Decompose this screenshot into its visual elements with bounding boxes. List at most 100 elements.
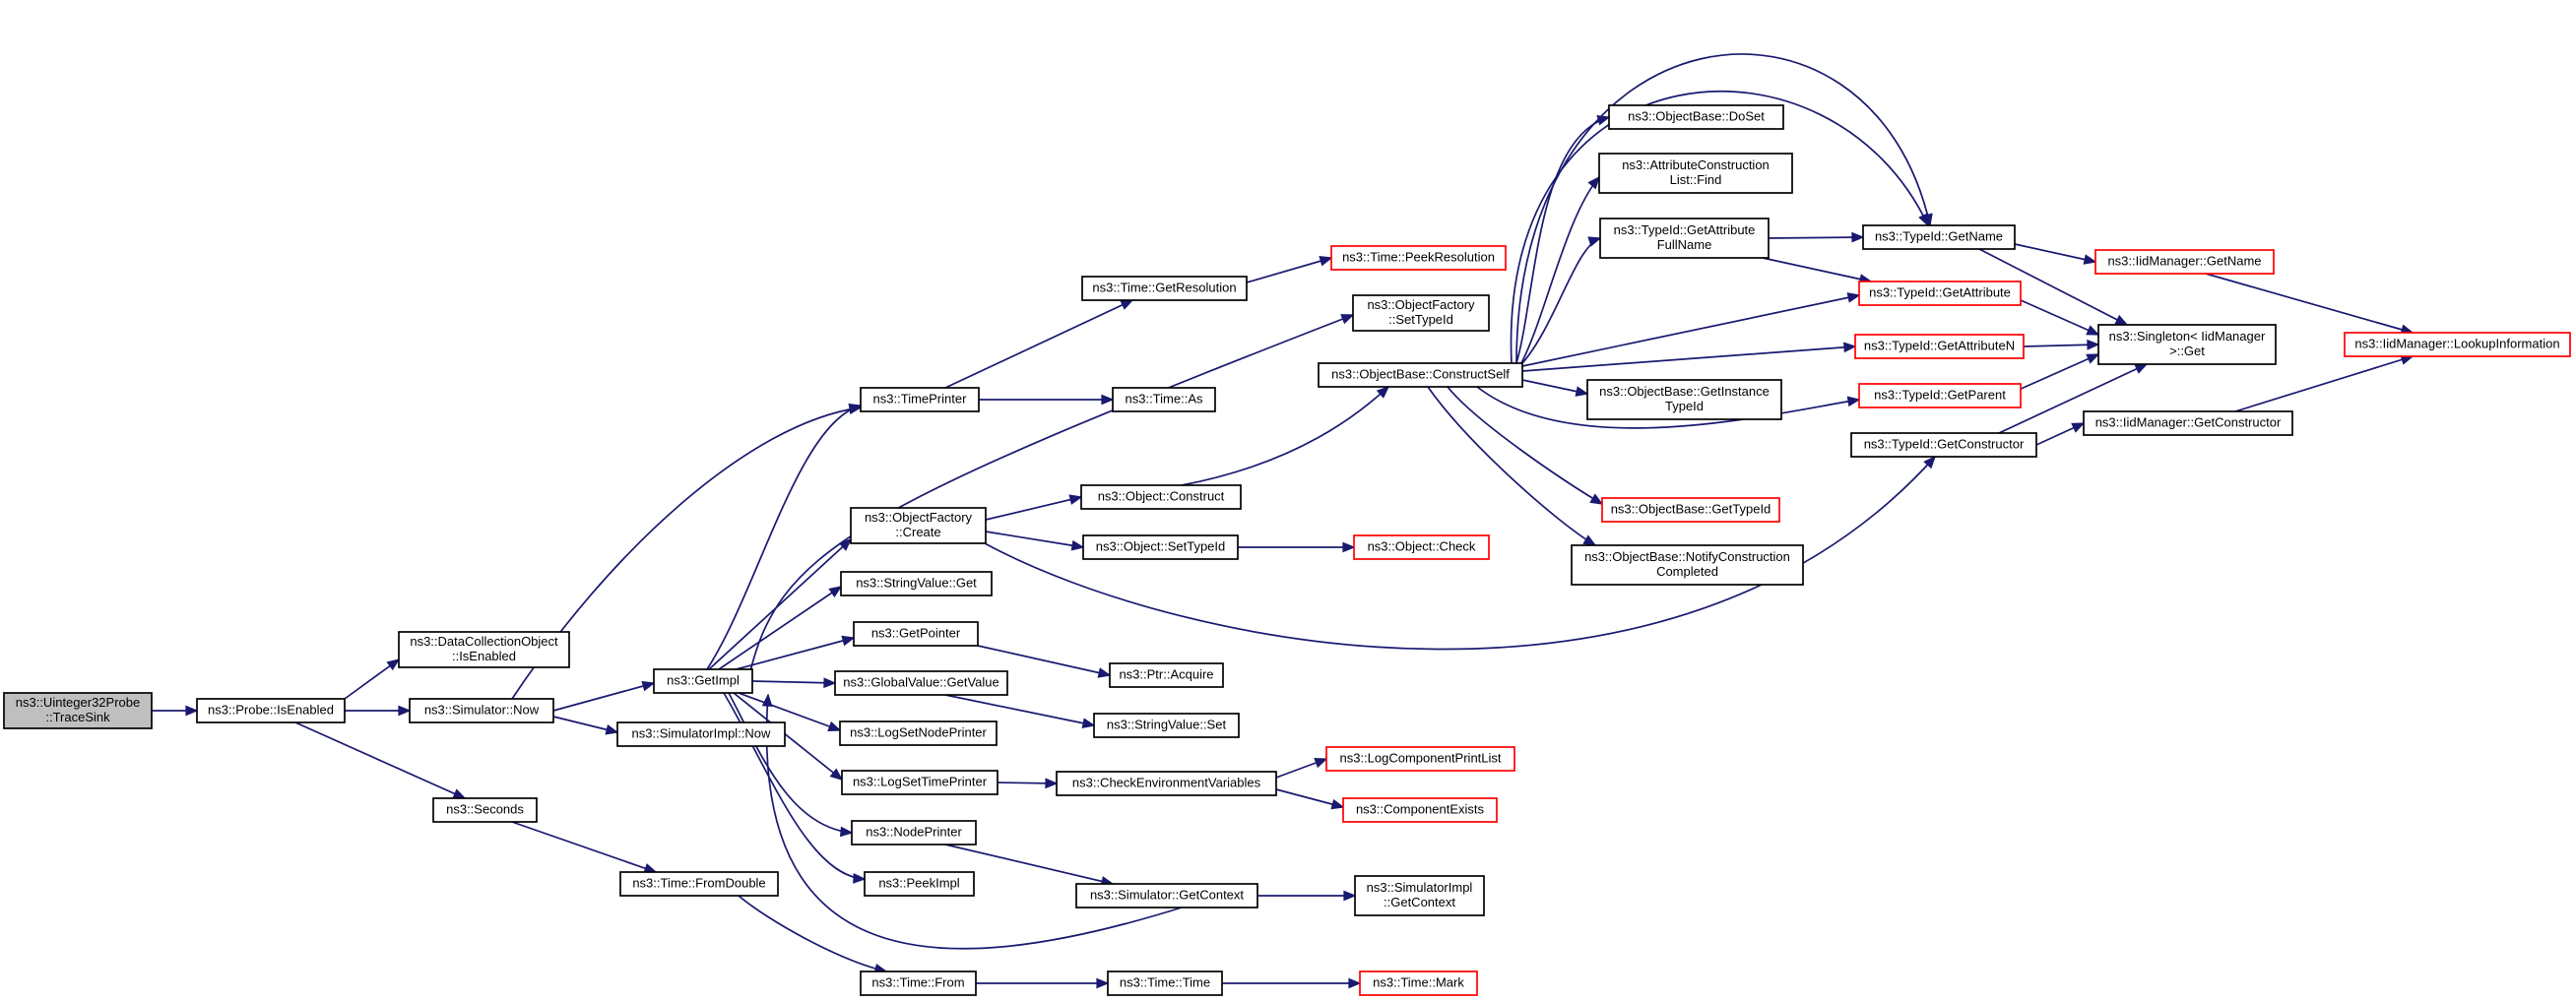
edge-probe_isenabled-sim_now: [345, 705, 412, 717]
node-iidmanager-getname[interactable]: ns3::IidManager::GetName: [2094, 249, 2275, 275]
node-object-settypeid[interactable]: ns3::Object::SetTypeId: [1082, 534, 1239, 560]
node-label: ns3::StringValue::Set: [1107, 718, 1227, 732]
node-getpointer[interactable]: ns3::GetPointer: [853, 621, 979, 647]
node-object-check[interactable]: ns3::Object::Check: [1353, 534, 1490, 560]
node-label: ns3::ComponentExists: [1356, 802, 1485, 817]
edge-probe_isenabled-dco_isenabled: [344, 658, 401, 700]
node-root[interactable]: ns3::Uinteger32Probe::TraceSink: [3, 692, 153, 729]
node-label: ns3::Simulator::GetContext: [1090, 888, 1244, 903]
node-singleton-get[interactable]: ns3::Singleton< IidManager >::Get: [2097, 324, 2277, 365]
node-iidmanager-getconstructor[interactable]: ns3::IidManager::GetConstructor: [2083, 410, 2293, 436]
edge-root-probe_isenabled: [152, 705, 199, 717]
node-of-create[interactable]: ns3::ObjectFactory::Create: [850, 507, 987, 544]
node-seconds[interactable]: ns3::Seconds: [432, 797, 538, 823]
node-box: [1854, 334, 2025, 359]
edge-typeid_getconstructor-iidmanager_getconstructor: [2035, 422, 2086, 446]
node-typeid-getattributen[interactable]: ns3::TypeId::GetAttributeN: [1854, 334, 2025, 359]
node-typeid-getname[interactable]: ns3::TypeId::GetName: [1862, 224, 2016, 250]
node-label: ns3::StringValue::Get: [856, 576, 977, 591]
edge-ob_constructself-typeid_getattrfullname: [1521, 236, 1602, 364]
node-sim-getcontext[interactable]: ns3::Simulator::GetContext: [1075, 883, 1258, 908]
node-stringvalue-get[interactable]: ns3::StringValue::Get: [840, 571, 993, 596]
node-label: FullName: [1657, 237, 1712, 252]
edge-checkenv-logcomponentprintlist: [1275, 757, 1328, 779]
node-ob-notifyconstruction[interactable]: ns3::ObjectBase::NotifyConstructionCompl…: [1571, 544, 1804, 586]
node-ob-constructself[interactable]: ns3::ObjectBase::ConstructSelf: [1318, 362, 1523, 388]
node-label: ns3::Uinteger32Probe: [16, 695, 140, 710]
node-box: [1354, 875, 1485, 916]
node-iidmanager-lookup[interactable]: ns3::IidManager::LookupInformation: [2344, 332, 2571, 357]
node-timeprinter[interactable]: ns3::TimePrinter: [860, 387, 980, 412]
node-typeid-getparent[interactable]: ns3::TypeId::GetParent: [1858, 383, 2022, 408]
node-label: ns3::TypeId::GetAttributeN: [1864, 339, 2015, 353]
node-nodeprinter[interactable]: ns3::NodePrinter: [851, 820, 977, 845]
node-logsettimeprinter[interactable]: ns3::LogSetTimePrinter: [841, 770, 998, 795]
node-label: ns3::LogSetTimePrinter: [853, 775, 988, 789]
node-dco-isenabled[interactable]: ns3::DataCollectionObject::IsEnabled: [398, 631, 570, 668]
node-object-construct[interactable]: ns3::Object::Construct: [1080, 484, 1242, 510]
node-label: ns3::ObjectFactory: [865, 510, 973, 525]
node-time-peekresolution[interactable]: ns3::Time::PeekResolution: [1330, 245, 1507, 271]
edge-typeid_getconstructor-singleton_get: [1998, 363, 2149, 434]
node-probe-isenabled[interactable]: ns3::Probe::IsEnabled: [196, 698, 346, 723]
node-label: ::IsEnabled: [452, 649, 516, 663]
edge-timeprinter-time_as: [979, 394, 1115, 406]
node-box: [619, 871, 779, 897]
node-typeid-getattribute[interactable]: ns3::TypeId::GetAttribute: [1858, 281, 2022, 306]
node-time-from[interactable]: ns3::Time::From: [860, 971, 977, 996]
node-label: ns3::Ptr::Acquire: [1119, 667, 1213, 682]
node-box: [2094, 249, 2275, 275]
edge-ob_constructself-acl_find: [1520, 175, 1601, 364]
node-time-mark[interactable]: ns3::Time::Mark: [1359, 971, 1478, 996]
edge-sim_getcontext-getimpl: [761, 693, 1183, 950]
node-time-time[interactable]: ns3::Time::Time: [1107, 971, 1223, 996]
edge-sim_getcontext-simimpl_getcontext: [1257, 890, 1357, 902]
edge-time_from-time_time: [976, 977, 1110, 989]
node-ob-gettypeid[interactable]: ns3::ObjectBase::GetTypeId: [1601, 497, 1780, 523]
node-time-as[interactable]: ns3::Time::As: [1112, 387, 1216, 412]
edge-getimpl-stringvalue_get: [718, 586, 843, 670]
node-checkenv[interactable]: ns3::CheckEnvironmentVariables: [1056, 771, 1277, 796]
node-typeid-getconstructor[interactable]: ns3::TypeId::GetConstructor: [1850, 432, 2037, 458]
edge-typeid_getattribute-singleton_get: [2020, 299, 2100, 336]
edge-ob_constructself-typeid_getparent: [1476, 386, 1861, 429]
node-label: ns3::Time::GetResolution: [1092, 281, 1236, 295]
node-label: ns3::Seconds: [446, 802, 524, 817]
node-logcomponentprintlist[interactable]: ns3::LogComponentPrintList: [1325, 746, 1515, 772]
node-sim-now[interactable]: ns3::Simulator::Now: [409, 698, 554, 723]
node-logsetnodeprinter[interactable]: ns3::LogSetNodePrinter: [839, 720, 998, 746]
node-label: ::GetContext: [1384, 895, 1455, 909]
node-label: ns3::IidManager::LookupInformation: [2354, 337, 2559, 351]
node-label: ns3::ObjectBase::ConstructSelf: [1331, 367, 1510, 382]
node-peekimpl[interactable]: ns3::PeekImpl: [864, 871, 975, 897]
node-componentexists[interactable]: ns3::ComponentExists: [1342, 797, 1498, 823]
node-box: [834, 670, 1008, 696]
node-gv-getvalue[interactable]: ns3::GlobalValue::GetValue: [834, 670, 1008, 696]
edge-ob_constructself-typeid_getname: [1510, 90, 1929, 364]
edge-ob_constructself-typeid_getname: [1515, 53, 1933, 364]
node-label: ns3::IidManager::GetConstructor: [2095, 415, 2282, 430]
node-simimpl-getcontext[interactable]: ns3::SimulatorImpl::GetContext: [1354, 875, 1485, 916]
node-ptr-acquire[interactable]: ns3::Ptr::Acquire: [1109, 662, 1224, 688]
node-box: [1112, 387, 1216, 412]
node-time-fromdouble[interactable]: ns3::Time::FromDouble: [619, 871, 779, 897]
node-box: [850, 507, 987, 544]
node-stringvalue-set[interactable]: ns3::StringValue::Set: [1093, 713, 1240, 738]
node-box: [398, 631, 570, 668]
edge-ob_constructself-typeid_getattribute: [1521, 292, 1861, 367]
node-of-settypeid[interactable]: ns3::ObjectFactory::SetTypeId: [1352, 294, 1490, 332]
node-box: [1075, 883, 1258, 908]
node-label: ns3::TypeId::GetAttribute: [1869, 285, 2011, 300]
node-box: [860, 971, 977, 996]
node-label: TypeId: [1665, 399, 1704, 413]
node-time-getresolution[interactable]: ns3::Time::GetResolution: [1081, 276, 1248, 301]
edge-getpointer-ptr_acquire: [977, 645, 1112, 678]
node-ob-doset[interactable]: ns3::ObjectBase::DoSet: [1608, 104, 1784, 130]
node-simimpl-now[interactable]: ns3::SimulatorImpl::Now: [616, 721, 786, 747]
node-box: [1858, 281, 2022, 306]
node-box: [1330, 245, 1507, 271]
node-getimpl[interactable]: ns3::GetImpl: [653, 668, 753, 694]
